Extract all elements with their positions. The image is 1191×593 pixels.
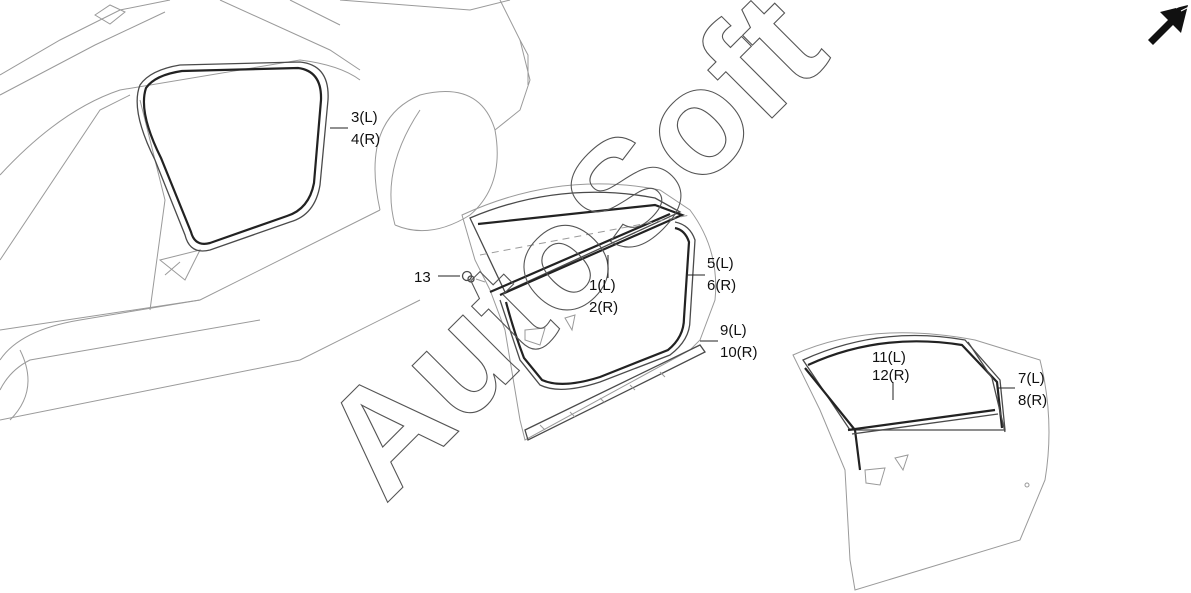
- callout-5-6: 5(L) 6(R): [707, 255, 736, 294]
- callout-11-12: 11(L) 12(R): [872, 349, 910, 384]
- callout-label-7: 7(L): [1018, 370, 1045, 387]
- callout-label-2: 2(R): [589, 299, 618, 316]
- callout-label-1: 1(L): [589, 277, 616, 294]
- car-body-illustration: [0, 0, 531, 421]
- leader-lines: [330, 127, 1015, 400]
- callout-13: 13: [414, 269, 431, 286]
- callout-label-13: 13: [414, 269, 431, 286]
- front-door-illustration: [461, 183, 717, 441]
- rear-door-illustration: [792, 332, 1050, 591]
- callout-label-4: 4(R): [351, 131, 380, 148]
- callout-label-11: 11(L): [872, 349, 906, 366]
- callout-label-10: 10(R): [720, 344, 758, 361]
- callout-1-2: 1(L) 2(R): [589, 277, 618, 316]
- callout-7-8: 7(L) 8(R): [1018, 370, 1047, 409]
- callout-label-12: 12(R): [872, 367, 910, 384]
- callout-label-5: 5(L): [707, 255, 734, 272]
- callout-label-9: 9(L): [720, 322, 747, 339]
- callout-9-10: 9(L) 10(R): [720, 322, 758, 361]
- callout-label-6: 6(R): [707, 277, 736, 294]
- autosoft-watermark: AutoSoft: [289, 0, 855, 528]
- callout-label-8: 8(R): [1018, 392, 1047, 409]
- front-direction-arrow-icon: [1148, 3, 1190, 45]
- callout-3-4: 3(L) 4(R): [351, 109, 380, 148]
- callout-label-3: 3(L): [351, 109, 378, 126]
